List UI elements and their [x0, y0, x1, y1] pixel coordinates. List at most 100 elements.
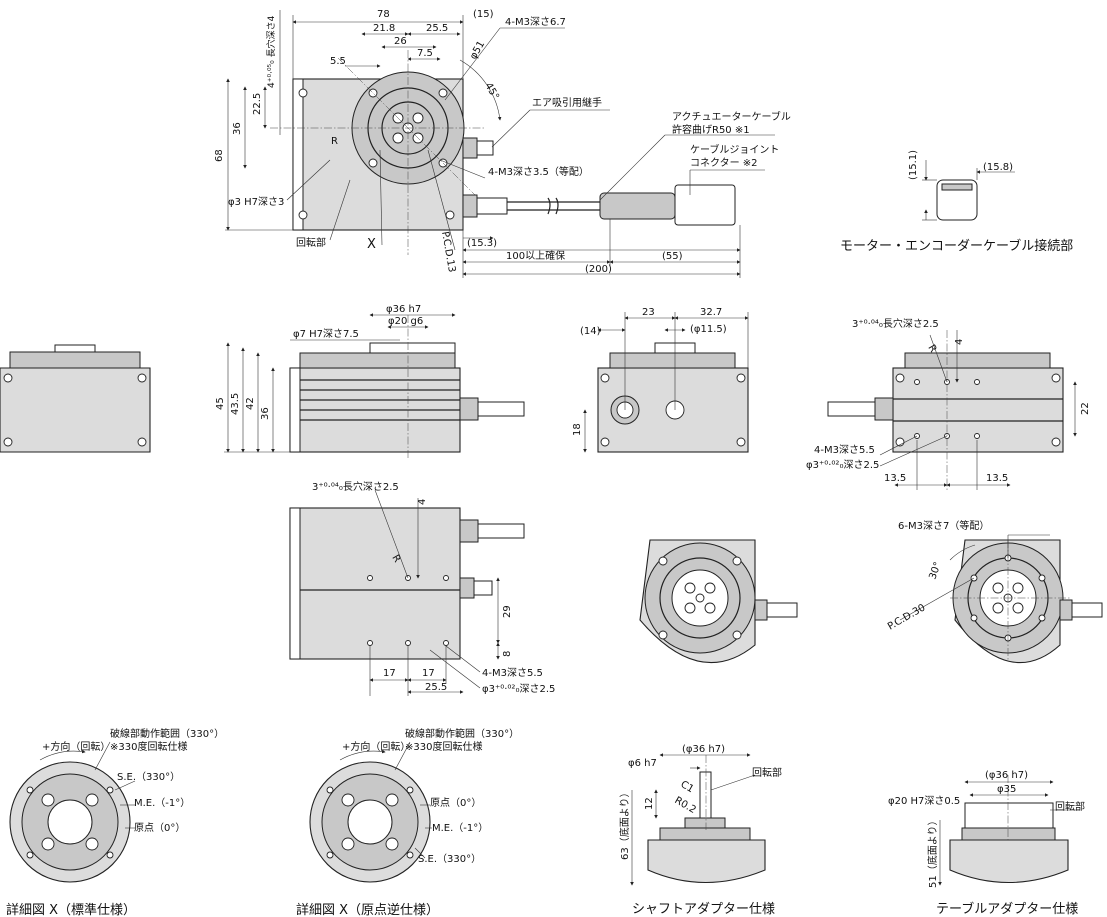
lower-slot: 3⁺⁰·⁰⁴₀長穴深さ2.5: [312, 480, 399, 493]
label-actuator-cable: アクチュエーターケーブル: [672, 110, 791, 123]
label-tap-rot: 4-M3深さ3.5（等配）: [488, 165, 589, 178]
dim-25-5: 25.5: [426, 23, 448, 34]
shaft-r02: R0.2: [673, 795, 698, 816]
d1-origin: 原点（0°）: [134, 822, 185, 834]
dim-5-5: 5.5: [330, 56, 346, 67]
d1-se: S.E.（330°）: [117, 771, 180, 783]
dim-36: 36: [232, 122, 243, 135]
table-ad-phi35: φ35: [997, 784, 1016, 795]
table-ad-rot: 回転部: [1055, 800, 1085, 813]
bottom-slot: 3⁺⁰·⁰⁴₀長穴深さ2.5: [852, 317, 939, 330]
bottom-view: 3⁺⁰·⁰⁴₀長穴深さ2.5 4 R 22 4-M3深さ5.5 φ3⁺⁰·⁰²₀…: [806, 317, 1091, 490]
table-pcd30: P.C.D.30: [886, 602, 927, 632]
top-body-edge: [292, 78, 304, 231]
front-d42: 42: [245, 397, 256, 410]
dim-len100: 100以上確保: [506, 249, 565, 262]
dim-15-1: (15.1): [908, 150, 919, 180]
top-view: [225, 10, 775, 278]
side-d14: (14): [580, 326, 601, 337]
label-pcd13: P.C.D.13: [439, 231, 457, 274]
d2-me: M.E.（-1°）: [432, 822, 488, 834]
front-d36: 36: [260, 407, 271, 420]
lower-pin: φ3⁺⁰·⁰²₀深さ2.5: [482, 683, 555, 695]
bottom-d13-5b: 13.5: [986, 473, 1008, 484]
d1-range: 破線部動作範囲（330°）: [110, 727, 224, 740]
label-joint: ケーブルジョイント: [690, 143, 779, 156]
shaft-d12: 12: [644, 797, 655, 810]
table-adapter: (φ36 h7) φ35 φ20 H7深さ0.5 回転部 51（底面より） テー…: [888, 770, 1085, 917]
lower-view: 3⁺⁰·⁰⁴₀長穴深さ2.5 4 R 29 8 17 17 25.5 4-M3深…: [289, 480, 555, 696]
d1-title: 詳細図 X（標準仕様）: [6, 902, 136, 917]
lower-d25-5: 25.5: [425, 682, 447, 693]
dim-45deg: 45°: [482, 81, 500, 102]
label-tap-top: 4-M3深さ6.7: [505, 16, 566, 28]
d2-spec: ※330度回転仕様: [405, 740, 482, 753]
front-phi36: φ36 h7: [386, 304, 421, 315]
bottom-d4: 4: [954, 339, 965, 345]
motor-conn-title: モーター・エンコーダーケーブル接続部: [840, 238, 1073, 254]
bottom-tap: 4-M3深さ5.5: [814, 444, 875, 456]
side-d23: 23: [642, 307, 655, 318]
lower-d4: 4: [417, 499, 428, 505]
left-side-view: [0, 344, 151, 453]
dim-15-3: (15.3): [467, 238, 497, 249]
lower-d8: 8: [502, 651, 513, 657]
table-d30: 30°: [927, 561, 943, 581]
front-view: φ36 h7 φ20 g6 φ7 H7深さ7.5 45 43.5 42 36: [215, 304, 525, 460]
dim-68: 68: [214, 149, 225, 162]
motor-connector-view: (15.1) (15.8) モーター・エンコーダーケーブル接続部: [840, 150, 1073, 254]
dim-len55: (55): [662, 251, 683, 262]
bottom-d13-5a: 13.5: [884, 473, 906, 484]
dim-slot: 4⁺⁰·⁰⁵₀ 長穴深さ4: [265, 15, 277, 88]
bottom-pin: φ3⁺⁰·⁰²₀深さ2.5: [806, 459, 879, 471]
label-r: R: [331, 136, 338, 147]
detail-1: +方向（回転） 破線部動作範囲（330°） ※330度回転仕様 S.E.（330…: [6, 727, 224, 917]
front-phi20: φ20 g6: [388, 316, 423, 327]
d2-dir: +方向（回転）: [342, 740, 410, 753]
front-d45: 45: [215, 397, 226, 410]
d1-spec: ※330度回転仕様: [110, 740, 187, 753]
detail-2: +方向（回転） 破線部動作範囲（330°） ※330度回転仕様 原点（0°） M…: [296, 727, 519, 917]
table-ad-d51: 51（底面より）: [926, 815, 939, 888]
lower-d17b: 17: [422, 668, 435, 679]
label-rot: 回転部: [296, 236, 326, 249]
label-connector: コネクター ※2: [690, 157, 758, 169]
round-view-2: 6-M3深さ7（等配） 30° P.C.D.30: [886, 519, 1103, 664]
shaft-title: シャフトアダプター仕様: [632, 902, 775, 917]
shaft-adapter: φ6 h7 (φ36 h7) 回転部 C1 R0.2 12 63（底面より） シ…: [618, 744, 782, 917]
shaft-phi6: φ6 h7: [628, 758, 657, 769]
d2-se: S.E.（330°）: [418, 853, 481, 865]
dim-7-5: 7.5: [417, 48, 433, 59]
dim-len200: (200): [585, 264, 612, 275]
d2-origin: 原点（0°）: [430, 797, 481, 809]
side-view: (14) 23 32.7 (φ11.5) 18: [572, 307, 749, 453]
dim-26: 26: [394, 36, 407, 47]
dim-21-8: 21.8: [373, 23, 395, 34]
label-x: X: [367, 237, 376, 252]
bottom-r: R: [925, 343, 938, 355]
side-d18: 18: [572, 423, 583, 436]
label-bend: 許容曲げR50 ※1: [672, 123, 750, 136]
lower-r: R: [389, 553, 402, 565]
table-ad-title: テーブルアダプター仕様: [936, 901, 1078, 917]
shaft-rot: 回転部: [752, 766, 782, 779]
d1-me: M.E.（-1°）: [134, 797, 190, 809]
side-phi11-5: (φ11.5): [690, 324, 727, 335]
dim-78: 78: [377, 9, 390, 20]
table-ad-phi20: φ20 H7深さ0.5: [888, 795, 960, 807]
dim-phi51: φ51: [468, 39, 487, 61]
shaft-phi36: (φ36 h7): [682, 744, 725, 755]
lower-d17a: 17: [383, 668, 396, 679]
dim-15-8: (15.8): [983, 162, 1013, 173]
dim-15: (15): [473, 9, 494, 20]
front-phi7: φ7 H7深さ7.5: [293, 328, 359, 340]
round-view-1: [639, 539, 798, 664]
dim-pin: φ3 H7深さ3: [228, 196, 284, 208]
d1-dir: +方向（回転）: [42, 740, 110, 753]
table-tap: 6-M3深さ7（等配）: [898, 519, 989, 532]
front-d43-5: 43.5: [230, 393, 241, 415]
lower-d29: 29: [502, 605, 513, 618]
dim-22-5: 22.5: [252, 93, 263, 115]
label-air: エア吸引用継手: [532, 96, 602, 109]
